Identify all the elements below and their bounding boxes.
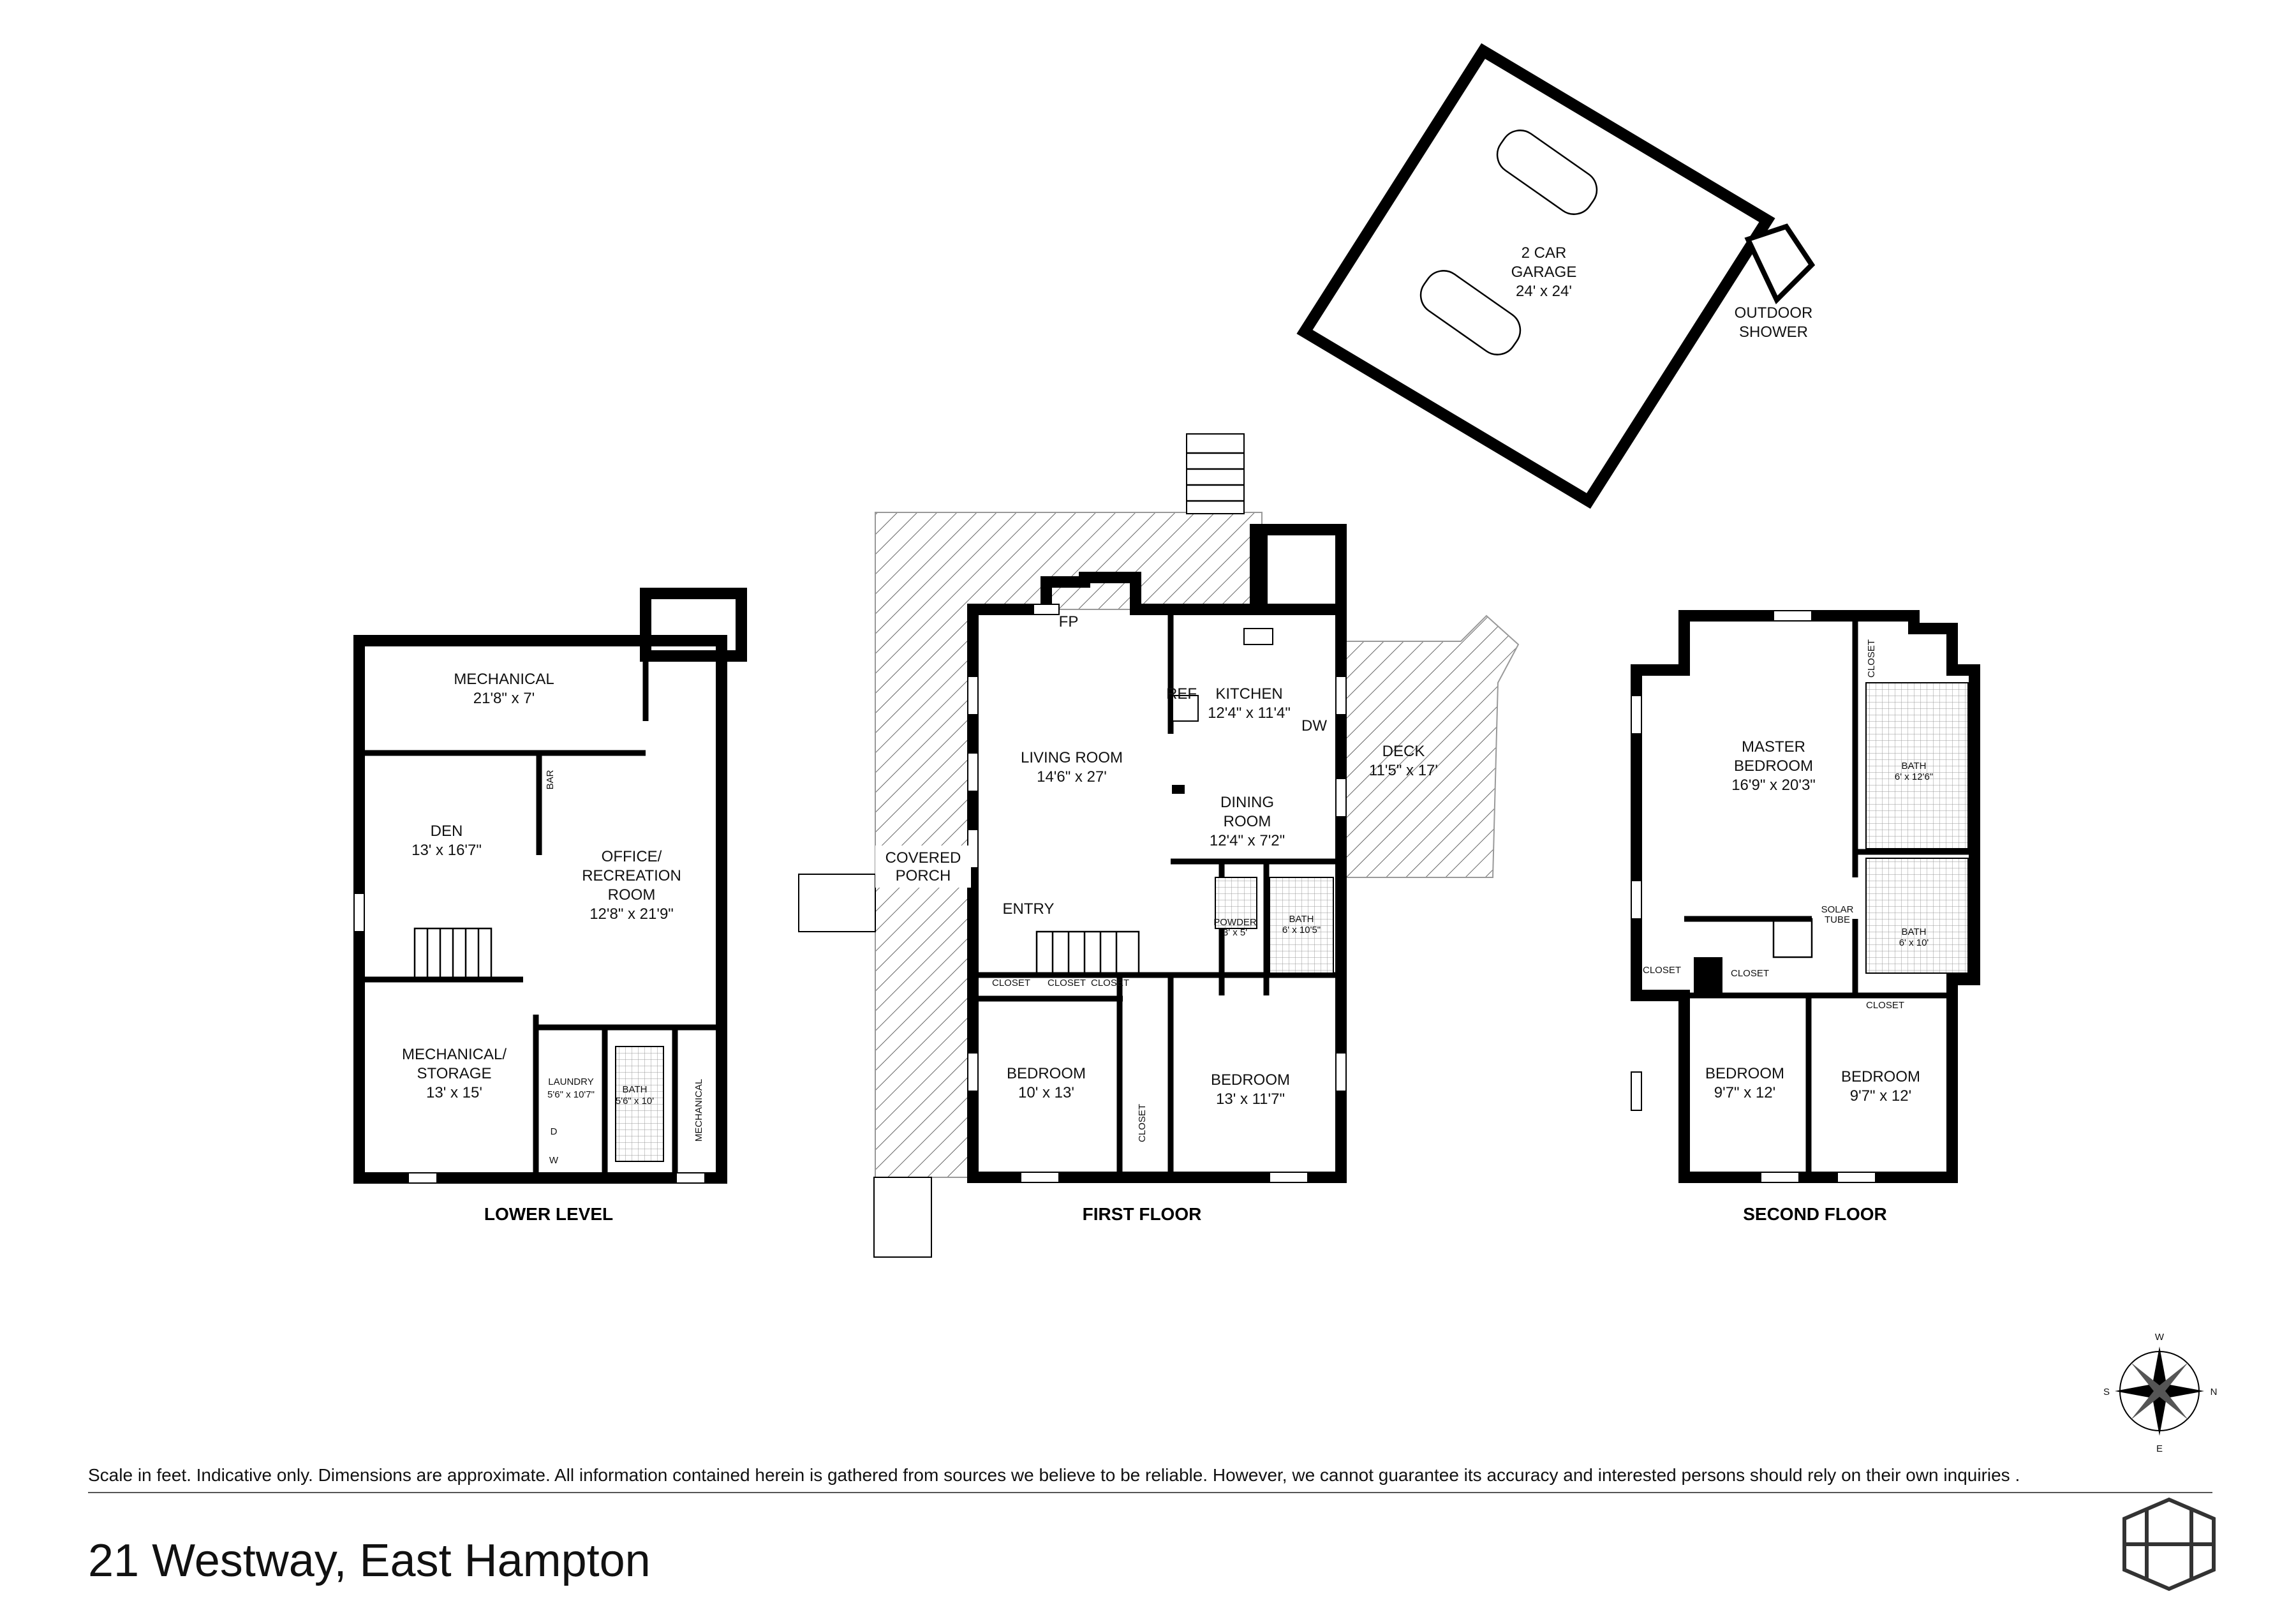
lower-level-plan: MECHANICAL 21'8" x 7' DEN 13' x 16'7" OF… — [353, 588, 747, 1224]
washer-label: W — [549, 1155, 559, 1166]
outdoor-shower-line2: SHOWER — [1739, 324, 1808, 341]
room-second-bedroom-left-name: BEDROOM — [1705, 1065, 1784, 1082]
solar-tube-line1: SOLAR — [1821, 904, 1854, 915]
closet-mid-label: CLOSET — [1731, 968, 1769, 979]
room-mech-storage-line1: MECHANICAL/ — [402, 1046, 507, 1063]
fp-label: FP — [1059, 613, 1079, 630]
room-kitchen-dim: 12'4" x 11'4" — [1208, 704, 1291, 722]
solar-tube-line2: TUBE — [1825, 914, 1850, 925]
room-first-bath-name: BATH — [1289, 914, 1314, 925]
entry-label: ENTRY — [1003, 900, 1055, 918]
room-first-bedroom-left-name: BEDROOM — [1007, 1065, 1086, 1082]
garage-dim: 24' x 24' — [1516, 283, 1572, 300]
room-first-bedroom-right-name: BEDROOM — [1211, 1071, 1290, 1089]
compass-rose-icon: W E S N — [2103, 1332, 2217, 1454]
garage-plan: 2 CAR GARAGE 24' x 24' OUTDOOR SHOWER — [1296, 43, 1816, 509]
compass-e: E — [2156, 1443, 2163, 1454]
outdoor-shower-line1: OUTDOOR — [1735, 304, 1813, 322]
master-bedroom-line2: BEDROOM — [1734, 757, 1813, 775]
room-kitchen-name: KITCHEN — [1215, 685, 1282, 703]
room-first-bedroom-right-dim: 13' x 11'7" — [1216, 1091, 1285, 1108]
room-deck-dim: 11'5" x 17' — [1369, 762, 1438, 779]
room-office-line3: ROOM — [608, 886, 656, 904]
second-floor-label: SECOND FLOOR — [1743, 1204, 1887, 1224]
covered-porch-line1: COVERED — [885, 849, 961, 867]
room-mech-storage-line2: STORAGE — [417, 1065, 492, 1082]
room-office-line1: OFFICE/ — [602, 848, 662, 865]
room-living-name: LIVING ROOM — [1021, 749, 1123, 766]
compass-s: S — [2103, 1387, 2110, 1397]
room-second-bath-mid-dim: 6' x 10' — [1899, 937, 1929, 948]
closet-d-label: CLOSET — [1137, 1104, 1148, 1142]
bar-label: BAR — [545, 770, 556, 789]
compass-w: W — [2155, 1332, 2165, 1343]
brand-logo-icon — [2122, 1497, 2216, 1591]
room-second-bedroom-left-dim: 9'7" x 12' — [1714, 1084, 1775, 1101]
divider — [88, 1492, 2212, 1493]
room-second-bath-mid-name: BATH — [1902, 927, 1927, 937]
master-bedroom-line1: MASTER — [1742, 738, 1805, 756]
lower-level-label: LOWER LEVEL — [484, 1204, 613, 1224]
room-laundry-dim: 5'6" x 10'7" — [547, 1089, 595, 1100]
room-second-bedroom-right-name: BEDROOM — [1841, 1068, 1920, 1085]
closet-a-label: CLOSET — [992, 978, 1030, 988]
room-den-name: DEN — [431, 823, 463, 840]
master-bedroom-dim: 16'9" x 20'3" — [1731, 777, 1816, 794]
first-floor-label: FIRST FLOOR — [1083, 1204, 1202, 1224]
closet-top-label: CLOSET — [1866, 639, 1877, 678]
dw-label: DW — [1301, 717, 1327, 734]
closet-c-label: CLOSET — [1091, 978, 1129, 988]
page-title: 21 Westway, East Hampton — [88, 1535, 651, 1586]
ref-label: REF — [1166, 685, 1197, 703]
powder-dim: 3' x 5' — [1223, 927, 1247, 938]
covered-porch-line2: PORCH — [896, 867, 951, 884]
room-dining-line2: ROOM — [1224, 813, 1271, 830]
dryer-label: D — [551, 1126, 558, 1137]
room-lower-bath-name: BATH — [623, 1084, 648, 1095]
room-mechanical-top-dim: 21'8" x 7' — [473, 690, 535, 707]
closet-right-label: CLOSET — [1866, 1000, 1904, 1011]
room-first-bedroom-left-dim: 10' x 13' — [1018, 1084, 1074, 1101]
first-floor-plan: FP LIVING ROOM 14'6" x 27' KITCHEN 12'4"… — [798, 433, 1520, 1258]
room-mechanical-side: MECHANICAL — [693, 1079, 704, 1142]
room-laundry-name: LAUNDRY — [548, 1076, 593, 1087]
room-office-dim: 12'8" x 21'9" — [589, 905, 674, 923]
garage-name-line1: 2 CAR — [1522, 244, 1567, 262]
disclaimer-text: Scale in feet. Indicative only. Dimensio… — [88, 1465, 2020, 1485]
room-mechanical-top-name: MECHANICAL — [454, 671, 554, 688]
room-dining-line1: DINING — [1220, 794, 1274, 811]
room-second-bath-top-dim: 6' x 12'6" — [1895, 771, 1933, 782]
room-deck-name: DECK — [1382, 743, 1425, 760]
second-floor-plan: MASTER BEDROOM 16'9" x 20'3" BATH 6' x 1… — [1631, 610, 1980, 1224]
room-lower-bath-dim: 5'6" x 10' — [616, 1096, 654, 1106]
room-living-dim: 14'6" x 27' — [1037, 768, 1107, 786]
powder-name: POWDER — [1213, 917, 1257, 928]
room-mech-storage-dim: 13' x 15' — [426, 1084, 482, 1101]
room-dining-dim: 12'4" x 7'2" — [1210, 832, 1285, 849]
closet-left-label: CLOSET — [1643, 965, 1681, 976]
garage-name-line2: GARAGE — [1511, 264, 1577, 281]
room-second-bedroom-right-dim: 9'7" x 12' — [1850, 1087, 1911, 1105]
room-den-dim: 13' x 16'7" — [411, 842, 482, 859]
closet-b-label: CLOSET — [1048, 978, 1086, 988]
room-office-line2: RECREATION — [582, 867, 681, 884]
compass-n: N — [2211, 1387, 2218, 1397]
room-first-bath-dim: 6' x 10'5" — [1282, 925, 1321, 935]
room-second-bath-top-name: BATH — [1902, 761, 1927, 771]
